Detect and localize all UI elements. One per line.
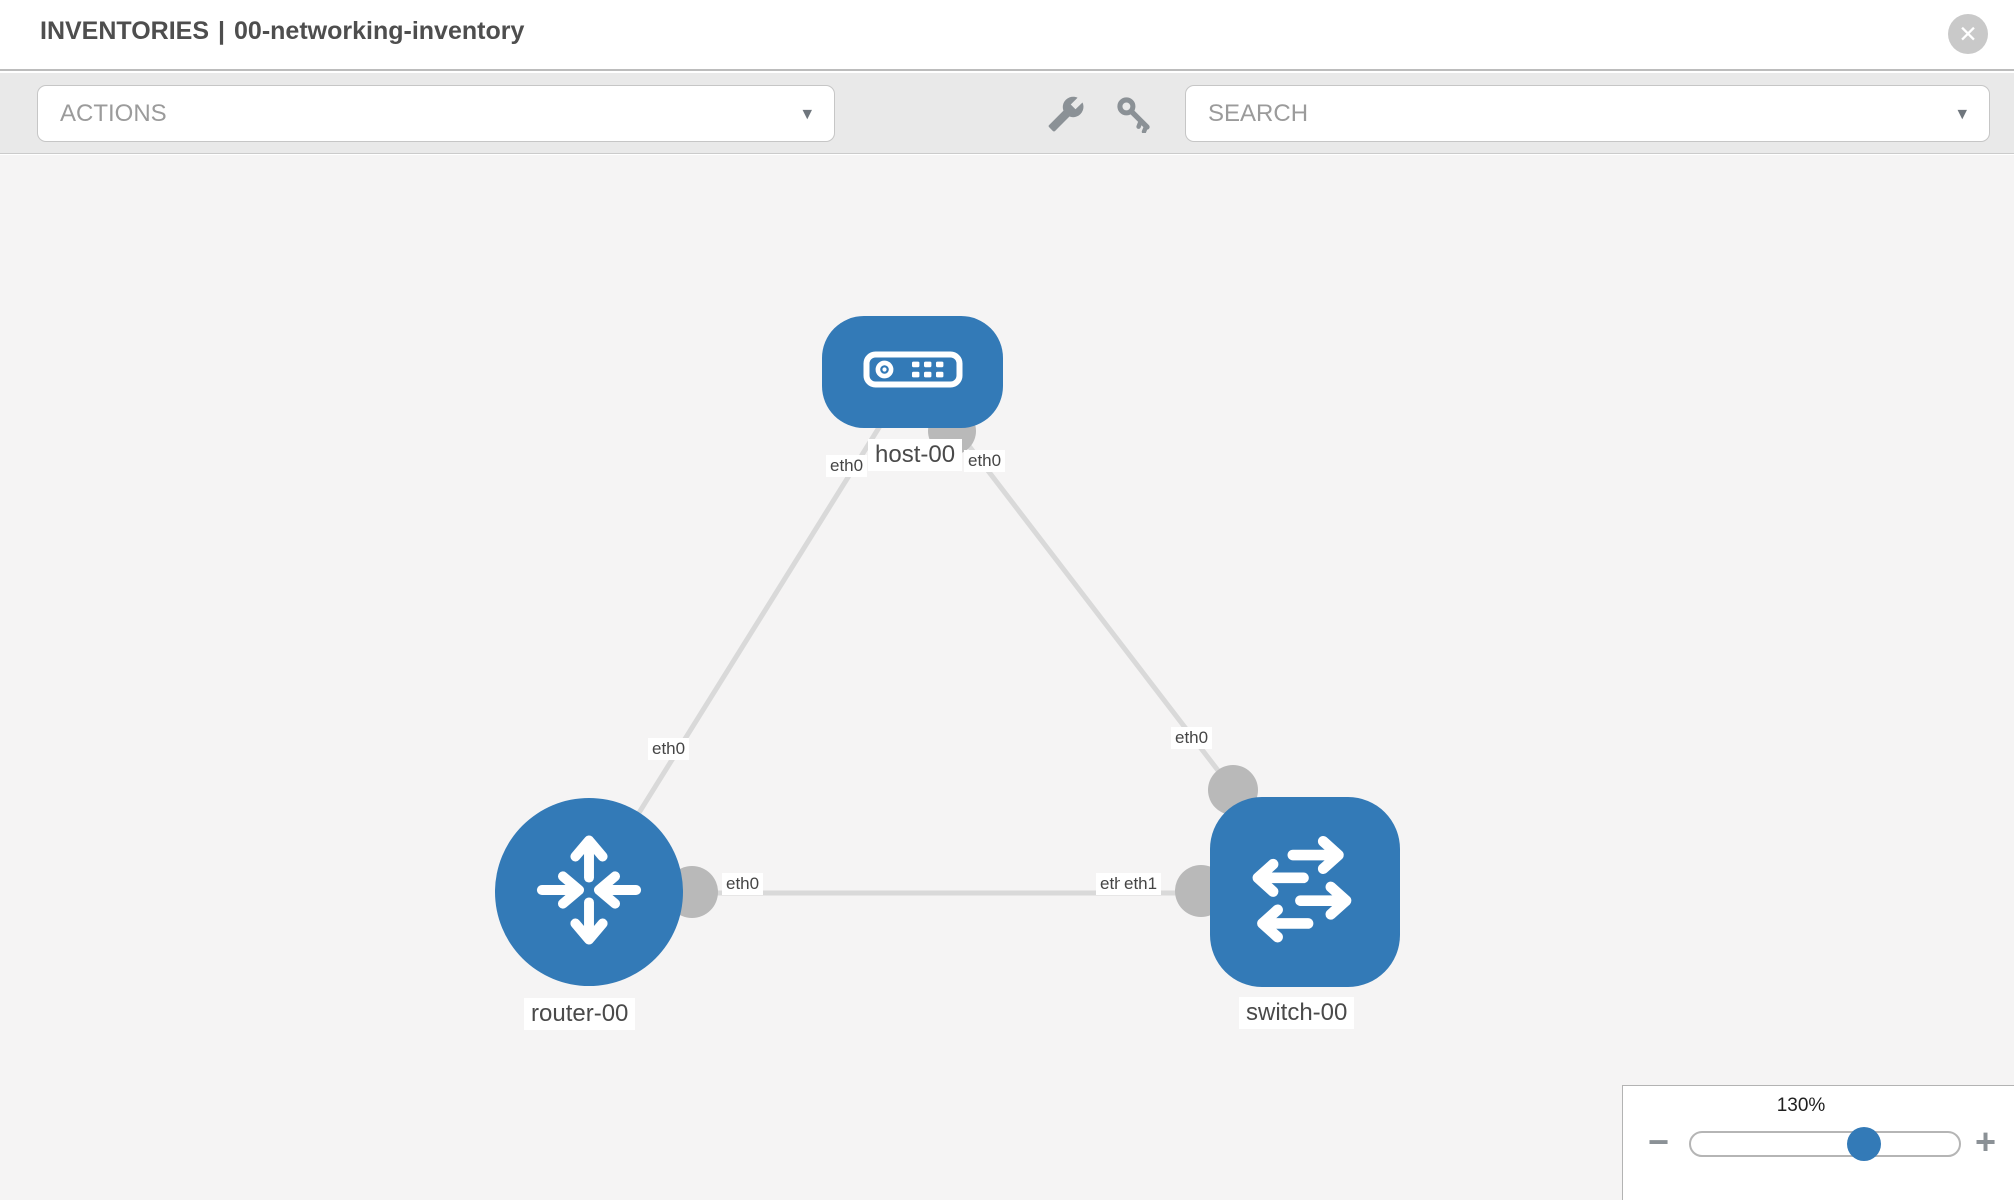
zoom-out-button[interactable]: − xyxy=(1648,1121,1670,1162)
host-device-icon xyxy=(863,351,963,393)
actions-dropdown-label: ACTIONS xyxy=(60,99,167,127)
node-host-00[interactable] xyxy=(822,316,1003,428)
chevron-down-icon: ▾ xyxy=(1957,103,1967,124)
page-title: INVENTORIES | 00-networking-inventory xyxy=(40,17,524,46)
zoom-slider-thumb[interactable] xyxy=(1847,1127,1881,1161)
breadcrumb-section: INVENTORIES xyxy=(40,17,210,45)
node-router-00[interactable] xyxy=(495,798,683,986)
node-label-router: router-00 xyxy=(524,998,636,1030)
switch-icon xyxy=(1229,814,1381,971)
interface-label: eth0 xyxy=(722,873,764,895)
node-label-switch: switch-00 xyxy=(1239,997,1355,1029)
zoom-in-button[interactable]: + xyxy=(1975,1121,1997,1162)
inventory-name: 00-networking-inventory xyxy=(234,17,525,45)
zoom-slider-track[interactable] xyxy=(1689,1127,1961,1161)
interface-label: eth0 xyxy=(964,450,1006,472)
wrench-icon[interactable] xyxy=(1047,95,1085,133)
title-bar: INVENTORIES | 00-networking-inventory ✕ xyxy=(0,0,2014,71)
node-switch-00[interactable] xyxy=(1210,797,1400,987)
interface-label: eth0 xyxy=(826,455,868,477)
node-label-host: host-00 xyxy=(868,439,963,471)
router-icon xyxy=(527,828,651,957)
close-button[interactable]: ✕ xyxy=(1948,14,1988,54)
close-icon: ✕ xyxy=(1958,21,1978,47)
actions-dropdown[interactable]: ACTIONS ▾ xyxy=(37,85,835,142)
zoom-control-panel: 130% − + xyxy=(1622,1085,2014,1200)
key-icon[interactable] xyxy=(1115,95,1153,134)
search-dropdown-label: SEARCH xyxy=(1208,99,1309,127)
interface-label: eth0 xyxy=(648,738,690,760)
interface-label: eth0 xyxy=(1171,727,1213,749)
search-dropdown[interactable]: SEARCH ▾ xyxy=(1185,85,1990,142)
breadcrumb-separator: | xyxy=(218,17,226,45)
topology-links-layer xyxy=(586,371,1305,918)
zoom-level-value: 130% xyxy=(1776,1095,1826,1116)
chevron-down-icon: ▾ xyxy=(802,103,812,124)
topology-canvas[interactable]: host-00 router-00 switch-00 eth0 eth0 et… xyxy=(0,155,2014,1200)
interface-label: eth1 xyxy=(1120,873,1162,895)
toolbar: ACTIONS ▾ SEARCH ▾ xyxy=(0,73,2014,154)
